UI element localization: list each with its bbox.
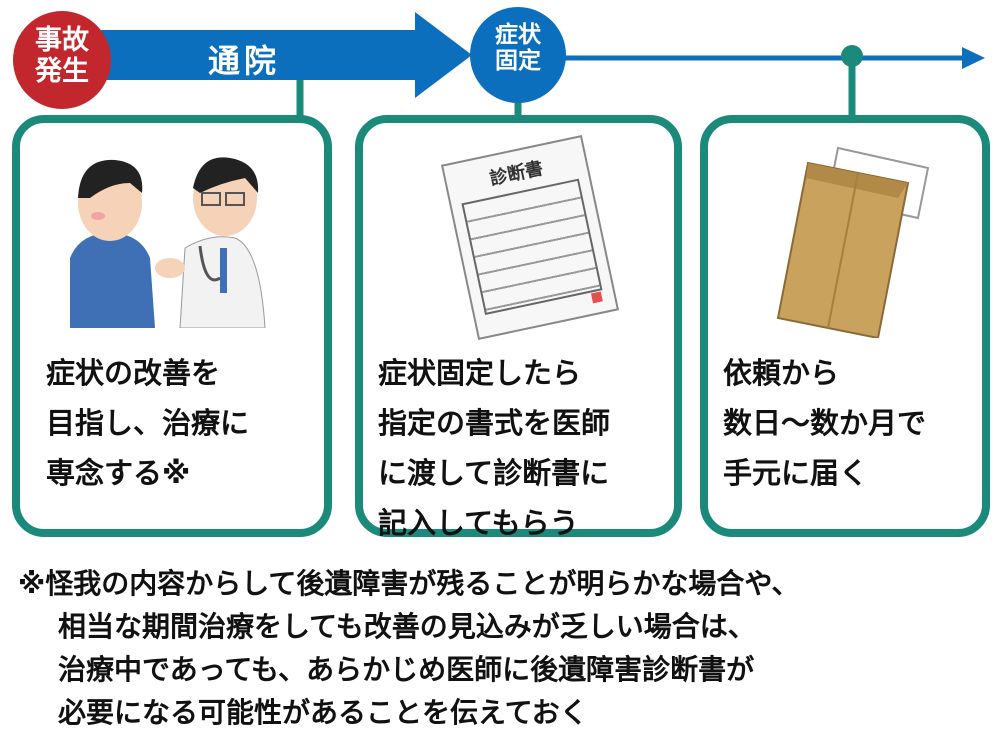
footnote-line: 相当な期間治療をしても改善の見込みが乏しい場合は、 — [58, 610, 756, 643]
step-text-line: 目指し、治療に — [46, 406, 250, 440]
symptom-fixed-label-line: 固定 — [495, 48, 541, 75]
symptom-fixed-label: 症状 固定 — [478, 22, 558, 75]
accident-label-line: 事故 — [35, 25, 89, 56]
accident-circle — [13, 11, 111, 109]
accident-label: 事故 発生 — [22, 25, 102, 87]
footnote-line: 治療中であっても、あらかじめ医師に後遺障害診断書が — [58, 653, 755, 686]
symptom-fixed-label-line: 症状 — [495, 22, 541, 48]
step-card-diagnosis: 診断書 症状固定したら 指定の書式を医師 に渡して診断書に 記入してもらう — [355, 115, 682, 540]
step-card-delivery: 依頼から 数日～数か月で 手元に届く — [700, 115, 990, 537]
phase-label: 通院 — [208, 42, 281, 80]
step-card-treatment: 症状の改善を 目指し、治療に 専念する※ — [12, 115, 332, 537]
timeline-dot — [841, 45, 863, 67]
step-1-text: 症状の改善を 目指し、治療に 専念する※ — [46, 348, 249, 498]
step-text-line: 症状の改善を — [46, 356, 221, 390]
symptom-fixed-circle — [470, 7, 566, 103]
treatment-arrow — [95, 12, 472, 98]
footnote: ※怪我の内容からして後遺障害が残ることが明らかな場合や、 相当な期間治療をしても… — [18, 562, 800, 734]
footnote-line: ※怪我の内容からして後遺障害が残ることが明らかな場合や、 — [18, 567, 800, 600]
doctor-patient-illustration — [70, 157, 266, 328]
footnote-line: 必要になる可能性があることを伝えておく — [58, 696, 588, 729]
step-text-line: 症状固定したら — [378, 356, 582, 390]
step-text-line: 指定の書式を医師 — [378, 406, 611, 440]
step-text-line: 記入してもらう — [378, 506, 579, 540]
step-text-line: 専念する※ — [46, 456, 191, 490]
accident-label-line: 発生 — [35, 56, 89, 88]
step-text-line: に渡して診断書に — [378, 456, 610, 490]
envelope-illustration — [776, 146, 930, 338]
diagnosis-document-illustration: 診断書 — [440, 134, 620, 341]
step-text-line: 手元に届く — [723, 456, 869, 490]
step-3-text: 依頼から 数日～数か月で 手元に届く — [723, 348, 926, 498]
timeline-arrowhead-icon — [962, 47, 985, 69]
step-text-line: 数日～数か月で — [723, 406, 927, 440]
step-text-line: 依頼から — [723, 356, 840, 390]
step-2-text: 症状固定したら 指定の書式を医師 に渡して診断書に 記入してもらう — [378, 348, 610, 548]
